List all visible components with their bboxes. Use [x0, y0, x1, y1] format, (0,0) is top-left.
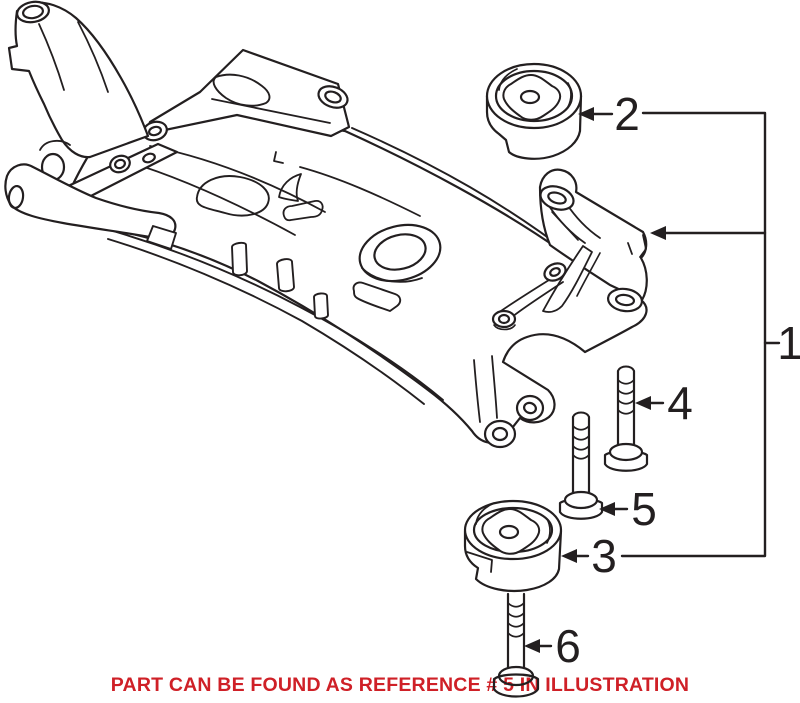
bolt-short-drawing	[558, 411, 604, 520]
subframe-body	[60, 111, 648, 444]
reference-note: PART CAN BE FOUND AS REFERENCE # 5 IN IL…	[110, 674, 690, 696]
bracket-line	[620, 111, 767, 558]
arrowhead-icon	[524, 639, 540, 653]
callout-bracket-1: 1	[620, 111, 800, 558]
callout-5: 5	[599, 483, 657, 535]
callout-4: 4	[635, 377, 693, 429]
arrowhead-icon	[599, 502, 615, 516]
arrowhead-icon	[650, 226, 666, 240]
arrowhead-icon	[635, 396, 651, 410]
upper-left-arm	[7, 1, 150, 159]
callout-label-5: 5	[631, 483, 657, 535]
callout-label-6: 6	[555, 620, 581, 672]
arrowhead-icon	[561, 549, 577, 563]
callout-2: 2	[578, 88, 640, 140]
callout-label-4: 4	[667, 377, 693, 429]
callout-3: 3	[561, 530, 617, 582]
callout-label-1: 1	[777, 317, 800, 369]
engine-mount-bushing-lower	[463, 499, 563, 593]
engine-mount-bushing-upper	[485, 62, 583, 160]
callout-label-3: 3	[591, 530, 617, 582]
callout-label-2: 2	[614, 88, 640, 140]
arrowhead-icon	[578, 107, 594, 121]
lower-left-hook-arm	[4, 163, 177, 239]
callout-6: 6	[524, 620, 581, 672]
subframe-crossmember-drawing	[4, 0, 648, 449]
bolt-long-drawing	[603, 365, 649, 472]
mount-bolt-drawing	[492, 592, 540, 698]
